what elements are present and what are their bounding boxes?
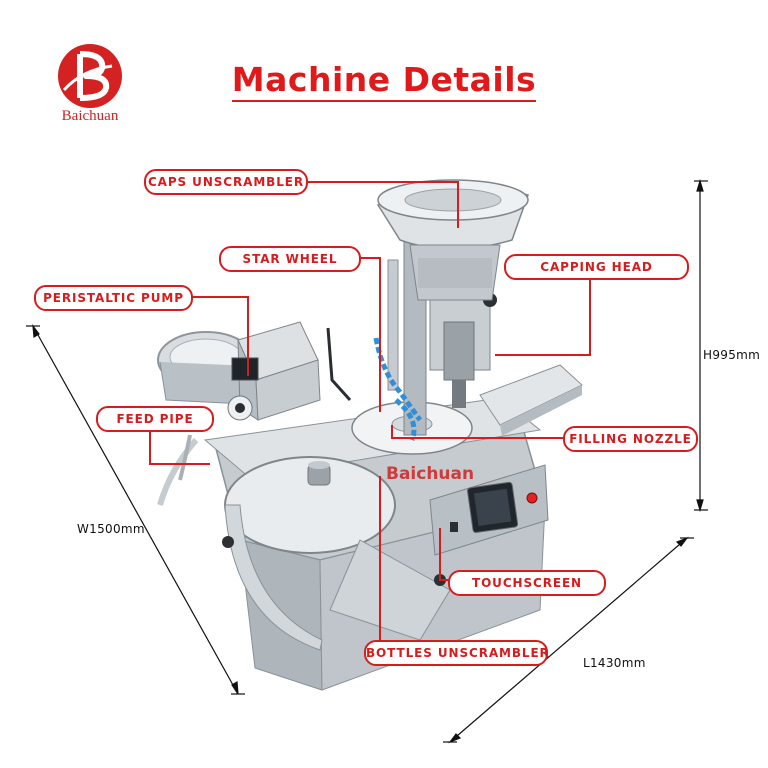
star-wheel-label: STAR WHEEL bbox=[219, 246, 361, 272]
touchscreen-label: TOUCHSCREEN bbox=[448, 570, 606, 596]
capping-head-leader bbox=[495, 278, 591, 356]
feed-pipe-leader bbox=[149, 419, 210, 465]
feed-pipe-label: FEED PIPE bbox=[96, 406, 214, 432]
filling-nozzle-leader bbox=[391, 425, 564, 439]
peristaltic-pump-label: PERISTALTIC PUMP bbox=[34, 285, 193, 311]
width-dimension-line bbox=[32, 325, 239, 695]
capping-head-label: CAPPING HEAD bbox=[504, 254, 689, 280]
caps-unscrambler-label: CAPS UNSCRAMBLER bbox=[144, 169, 308, 195]
baichuan-logo-icon bbox=[58, 44, 122, 108]
peristaltic-pump-leader bbox=[190, 296, 249, 376]
height-dimension: H995mm bbox=[703, 348, 761, 362]
width-dimension: W1500mm bbox=[77, 522, 145, 536]
watermark-text: Baichuan bbox=[386, 464, 474, 484]
leader-lines bbox=[149, 181, 591, 640]
star-wheel-leader bbox=[358, 257, 381, 412]
length-dimension: L1430mm bbox=[583, 656, 646, 670]
touchscreen-leader bbox=[439, 528, 449, 581]
filling-nozzle-label: FILLING NOZZLE bbox=[563, 426, 698, 452]
brand-name: Baichuan bbox=[61, 108, 119, 124]
bottles-unscrambler-label: BOTTLES UNSCRAMBLER bbox=[364, 640, 549, 666]
caps-unscrambler-leader bbox=[306, 181, 459, 228]
dimension-lines bbox=[26, 178, 708, 744]
page-title: Machine Details bbox=[0, 60, 768, 102]
length-dimension-line bbox=[449, 537, 688, 743]
